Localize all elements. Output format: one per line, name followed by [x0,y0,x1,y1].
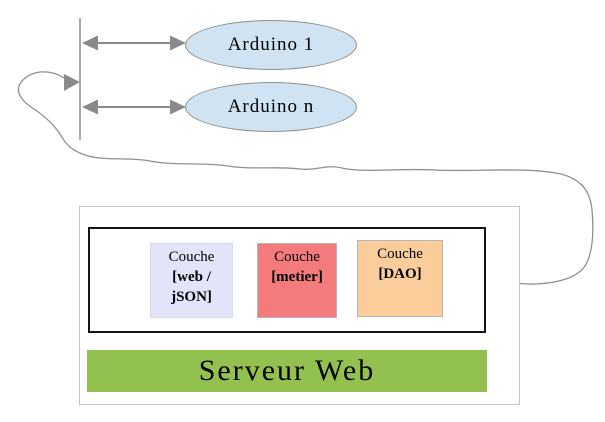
layer-dao-line2: [DAO] [378,266,422,282]
arrowhead-left-icon [82,99,98,115]
layer-metier: Couche [metier] [257,243,337,318]
wavy-connector [17,71,594,285]
layer-dao-title: Couche [377,246,423,262]
arrowhead-right-icon [170,35,186,51]
server-bar: Serveur Web [87,350,487,392]
node-arduino-1-label: Arduino 1 [227,34,315,55]
layer-web-json-title: Couche [168,249,215,265]
arrowhead-into-bus-icon [64,74,80,91]
layer-web-json-line3: jSON] [171,289,212,305]
arrowhead-left-icon [82,35,98,51]
layer-web-json-line2: [web / [172,269,211,285]
layer-dao: Couche [DAO] [357,240,443,317]
bidirectional-arrow-arduino-1 [82,35,186,51]
arrowhead-right-icon [170,99,186,115]
server-bar-label: Serveur Web [198,354,376,387]
layer-metier-line2: [metier] [271,269,323,285]
node-arduino-1: Arduino 1 [185,20,357,70]
bidirectional-arrow-arduino-n [82,99,186,115]
layer-web-json: Couche [web / jSON] [150,243,233,318]
node-arduino-n: Arduino n [185,82,357,132]
node-arduino-n-label: Arduino n [227,96,315,117]
layer-metier-title: Couche [274,249,320,265]
